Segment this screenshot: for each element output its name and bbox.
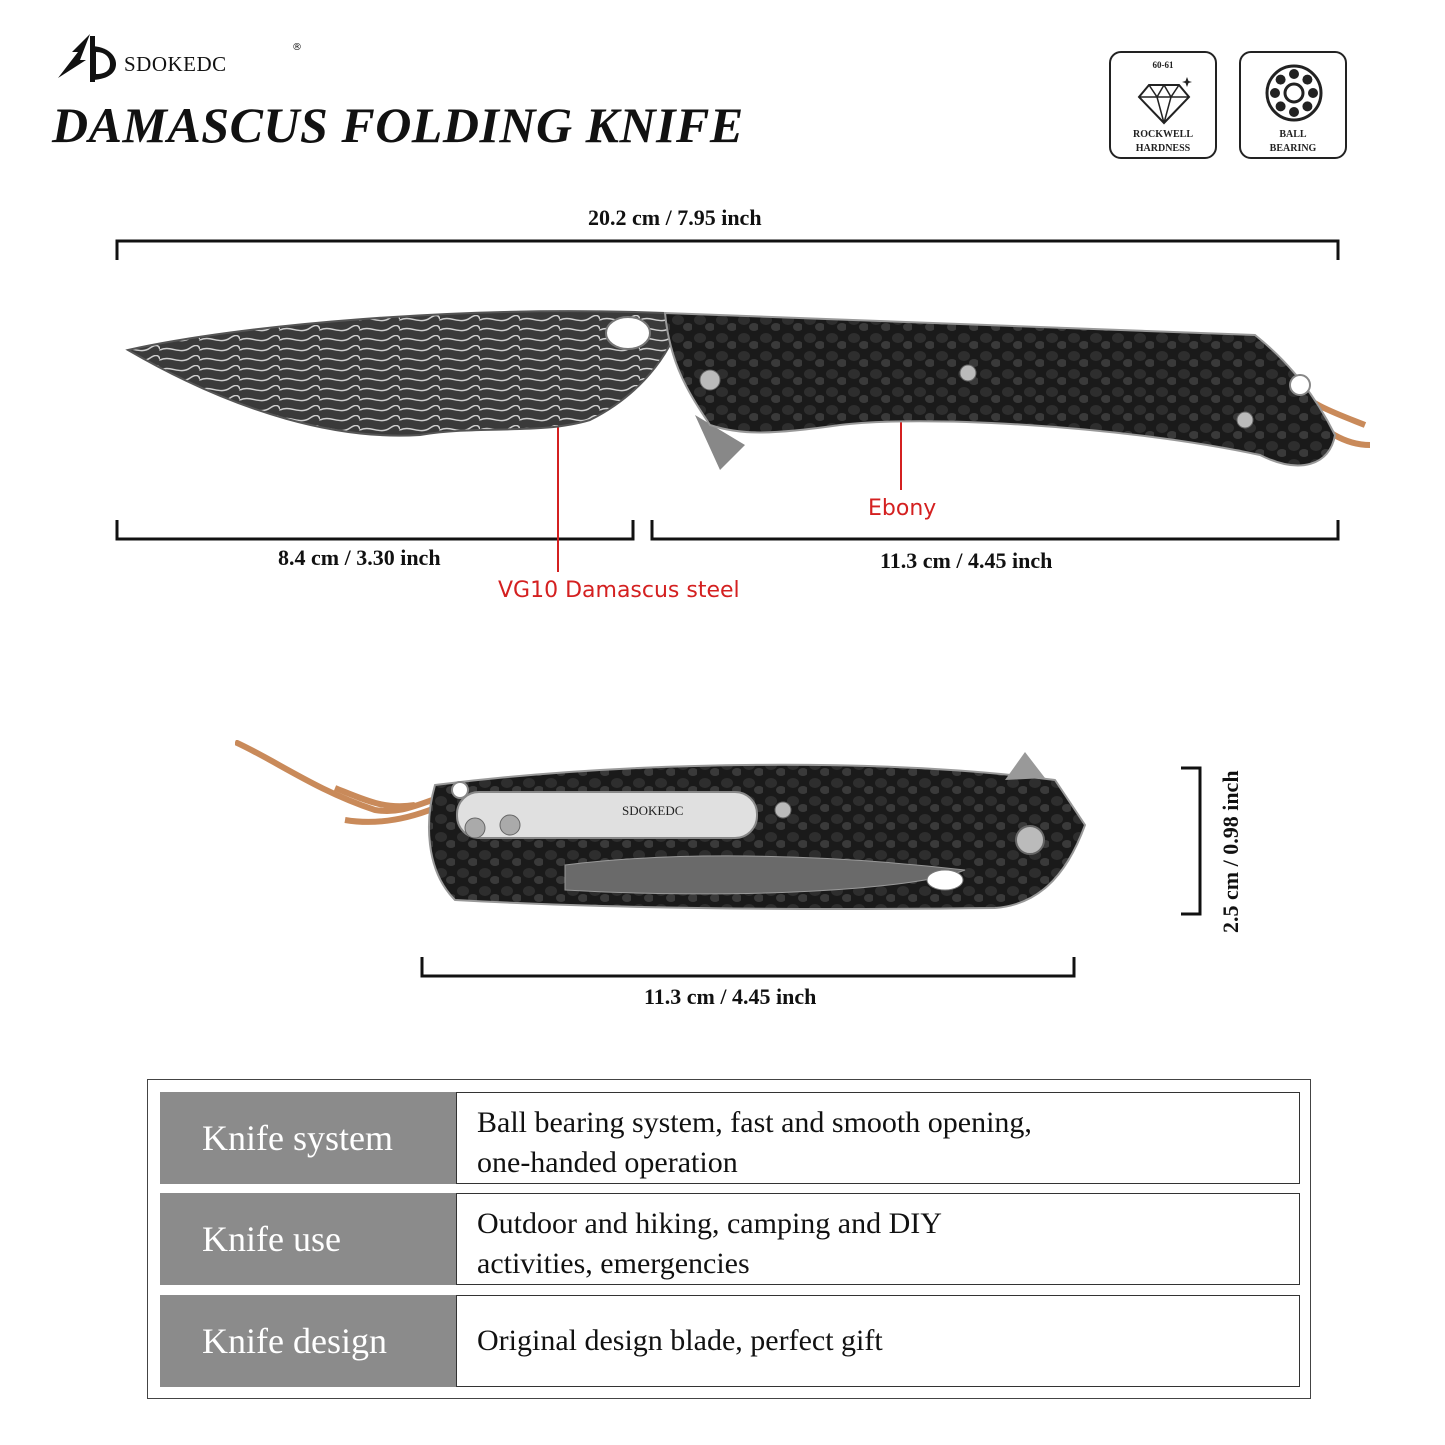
spec-label: Knife system — [160, 1092, 456, 1184]
ball-bearing-icon — [1265, 64, 1323, 122]
spec-label: Knife use — [160, 1193, 456, 1285]
ball-bearing-badge: BALL BEARING — [1239, 51, 1347, 159]
spec-row-knife-use: Knife use Outdoor and hiking, camping an… — [160, 1193, 1300, 1285]
spec-value-line: activities, emergencies — [477, 1247, 750, 1280]
spec-label: Knife design — [160, 1295, 456, 1387]
overall-length-label: 20.2 cm / 7.95 inch — [588, 205, 762, 230]
badge-line-2: BEARING — [1269, 143, 1317, 154]
closed-length-label: 11.3 cm / 4.45 inch — [644, 984, 817, 1009]
blade-length-label: 8.4 cm / 3.30 inch — [278, 545, 441, 570]
spec-value-line: Original design blade, perfect gift — [477, 1324, 883, 1357]
badge-line-2: HARDNESS — [1135, 143, 1191, 154]
badge-line-1: ROCKWELL — [1132, 129, 1193, 140]
closed-width-label: 2.5 cm / 0.98 inch — [1218, 770, 1243, 933]
blade-material-callout: VG10 Damascus steel — [498, 578, 740, 603]
spec-row-knife-design: Knife design Original design blade, perf… — [160, 1295, 1300, 1387]
handle-length-label: 11.3 cm / 4.45 inch — [880, 548, 1053, 573]
handle-material-callout: Ebony — [868, 496, 937, 521]
page-title: DAMASCUS FOLDING KNIFE — [52, 97, 744, 153]
spec-row-knife-system: Knife system Ball bearing system, fast a… — [160, 1092, 1300, 1184]
spec-value: Ball bearing system, fast and smooth ope… — [456, 1092, 1300, 1184]
spec-value: Outdoor and hiking, camping and DIY acti… — [456, 1193, 1300, 1285]
spec-table — [147, 1079, 1311, 1399]
badge-line-1: BALL — [1279, 129, 1307, 140]
diamond-icon — [1137, 77, 1192, 125]
registered-mark: ® — [292, 42, 302, 53]
spec-value: Original design blade, perfect gift — [456, 1295, 1300, 1387]
spec-value-line: Ball bearing system, fast and smooth ope… — [477, 1106, 1032, 1139]
open-knife-image — [125, 310, 1370, 470]
hardness-range: 60-61 — [1152, 60, 1174, 70]
rockwell-hardness-badge: 60-61 ROCKWELL HARDNESS — [1109, 51, 1217, 159]
clip-brand-text: SDOKEDC — [622, 803, 684, 818]
spec-value-line: Outdoor and hiking, camping and DIY — [477, 1207, 942, 1240]
brand-logo: SDOKEDC ® — [50, 32, 302, 84]
brand-mark-icon — [58, 34, 116, 82]
spec-value-line: one-handed operation — [477, 1146, 738, 1179]
closed-knife-image — [235, 740, 1087, 911]
brand-name: SDOKEDC — [124, 52, 227, 76]
